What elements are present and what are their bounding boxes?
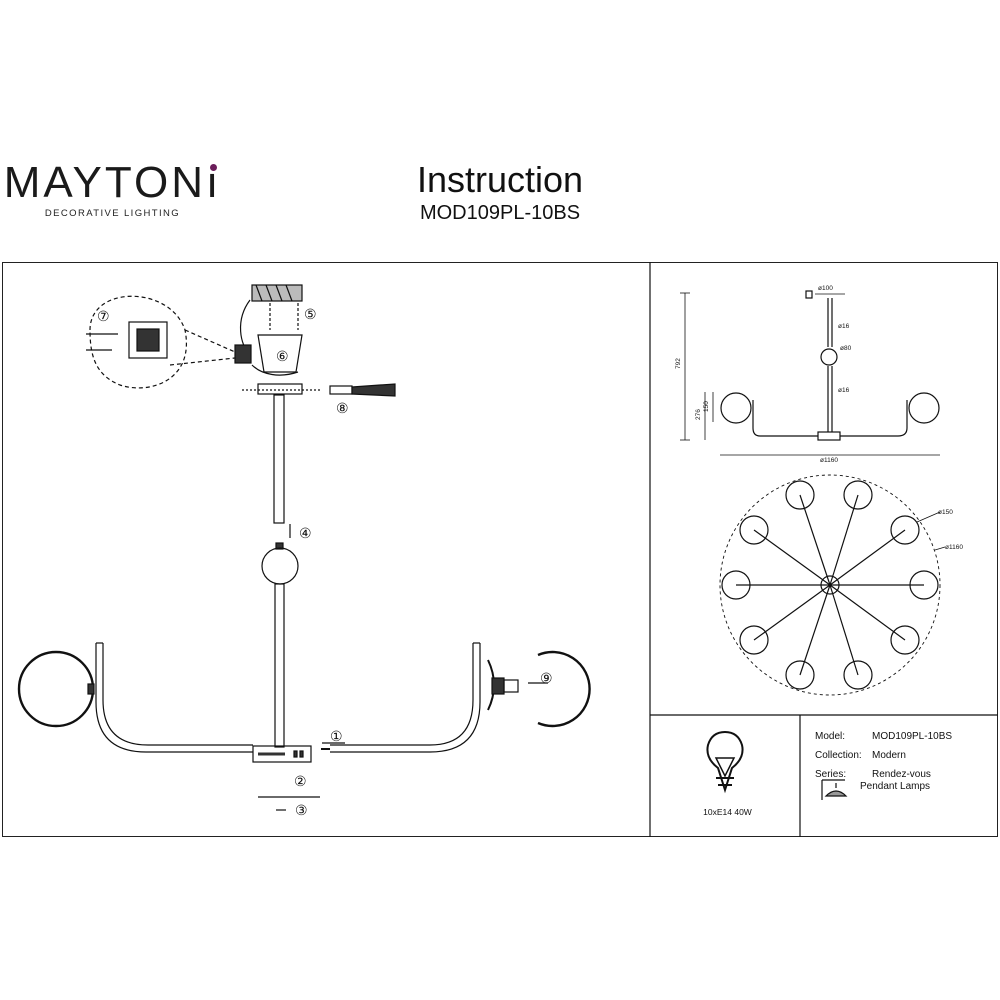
pendant-lamp-icon bbox=[821, 779, 848, 800]
dim-rod-mid: ø16 bbox=[838, 387, 850, 394]
step-2: ② bbox=[294, 773, 307, 789]
step-8: ⑧ bbox=[336, 400, 349, 416]
center-body bbox=[252, 542, 320, 811]
spec-row-collection: Collection: Modern bbox=[815, 750, 906, 761]
dim-rod-top: ø16 bbox=[838, 323, 850, 330]
dim-top-canopy: ø100 bbox=[818, 285, 833, 292]
dim-sphere: ø80 bbox=[840, 345, 852, 352]
step-4: ④ bbox=[299, 525, 312, 541]
step-7: ⑦ bbox=[97, 308, 110, 324]
brand-name: MAYTONı bbox=[3, 158, 222, 207]
dim-shade-height: 150 bbox=[703, 401, 710, 412]
step-6: ⑥ bbox=[276, 348, 289, 364]
ceiling-mount bbox=[234, 284, 396, 397]
bulb-icon bbox=[706, 730, 744, 794]
dim-plan-span: ø1160 bbox=[945, 544, 963, 551]
bulb-spec: 10xE14 40W bbox=[703, 807, 752, 817]
left-arm bbox=[17, 642, 253, 753]
plan-view bbox=[719, 474, 946, 696]
document-title: Instruction bbox=[416, 159, 584, 200]
dim-total-height: 792 bbox=[675, 358, 682, 369]
spec-table: Model: MOD109PL-10BS Collection: Modern … bbox=[815, 727, 952, 784]
step-5: ⑤ bbox=[304, 306, 317, 322]
right-arm bbox=[321, 642, 591, 753]
step-3: ③ bbox=[295, 802, 308, 818]
pendant-type-label: Pendant Lamps bbox=[860, 781, 931, 792]
dim-arm-height: 276 bbox=[695, 409, 702, 420]
step-1: ① bbox=[330, 728, 343, 744]
dim-plan-shade: ø150 bbox=[938, 509, 953, 516]
instruction-frame bbox=[2, 262, 998, 837]
brand-logo: MAYTONı DECORATIVE LIGHTING bbox=[0, 158, 225, 219]
rod-upper bbox=[273, 394, 291, 538]
detail-callout bbox=[86, 295, 236, 389]
spec-row-model: Model: MOD109PL-10BS bbox=[815, 731, 953, 742]
brand-dot bbox=[210, 164, 218, 171]
document-model: MOD109PL-10BS bbox=[419, 202, 581, 224]
step-9: ⑨ bbox=[540, 670, 553, 686]
document-header: Instruction MOD109PL-10BS bbox=[400, 160, 600, 226]
brand-tagline: DECORATIVE LIGHTING bbox=[44, 208, 181, 219]
elevation-view bbox=[680, 290, 940, 456]
dim-span: ø1160 bbox=[820, 457, 838, 464]
spec-row-series: Series: Rendez-vous bbox=[815, 769, 931, 780]
